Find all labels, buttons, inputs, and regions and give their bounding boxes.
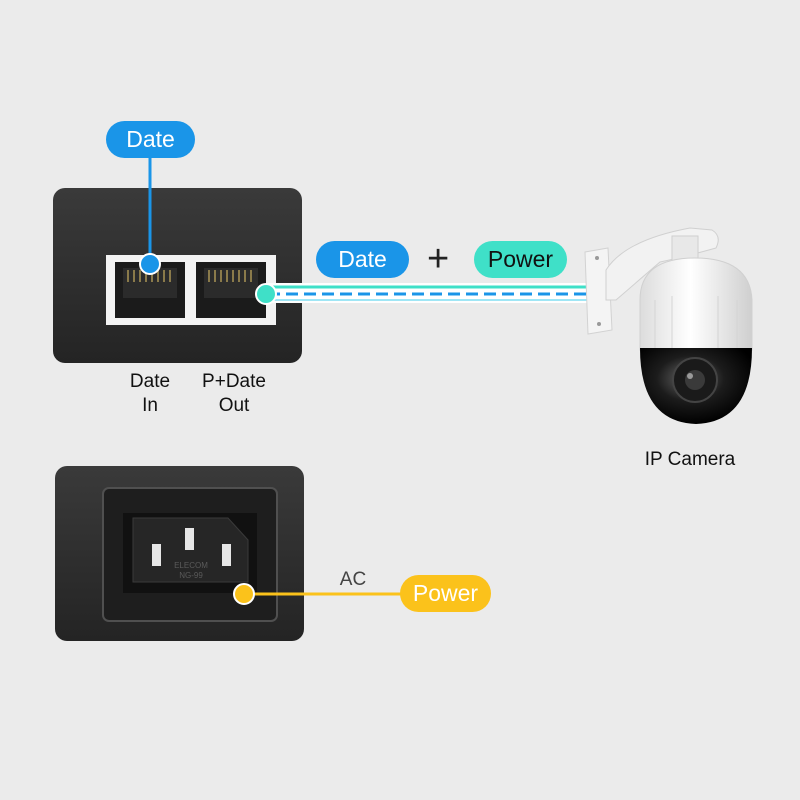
data-in-label: Date In: [118, 370, 182, 418]
ip-camera: [584, 227, 753, 424]
power-pill-cable: Power: [474, 241, 567, 278]
pdata-out-label-line2: Out: [218, 395, 250, 416]
poe-injector-data-box: [53, 188, 302, 363]
rj45-pdata-out-port: [196, 262, 266, 318]
ac-connector: [233, 583, 410, 605]
socket-text-2: NG-99: [179, 571, 203, 580]
plus-sign: +: [427, 238, 450, 280]
pdata-out-label: P+Date Out: [192, 370, 276, 418]
data-pill-top: Date: [106, 121, 195, 158]
ac-socket-pins: [152, 528, 231, 566]
poe-injector-ac-box: ELECOM NG-99: [55, 466, 304, 641]
ip-camera-label: IP Camera: [644, 449, 736, 470]
ac-label: AC: [339, 569, 367, 590]
poe-cable: [255, 283, 598, 305]
rj45-data-in-port: [115, 262, 185, 318]
data-pill-cable: Date: [316, 241, 409, 278]
data-in-label-line2: In: [142, 395, 158, 416]
power-pill-ac: Power: [400, 575, 491, 612]
data-in-connector: [139, 158, 161, 275]
socket-text-1: ELECOM: [174, 561, 208, 570]
data-in-label-line1: Date: [129, 371, 171, 392]
pdata-out-label-line1: P+Date: [202, 371, 266, 392]
